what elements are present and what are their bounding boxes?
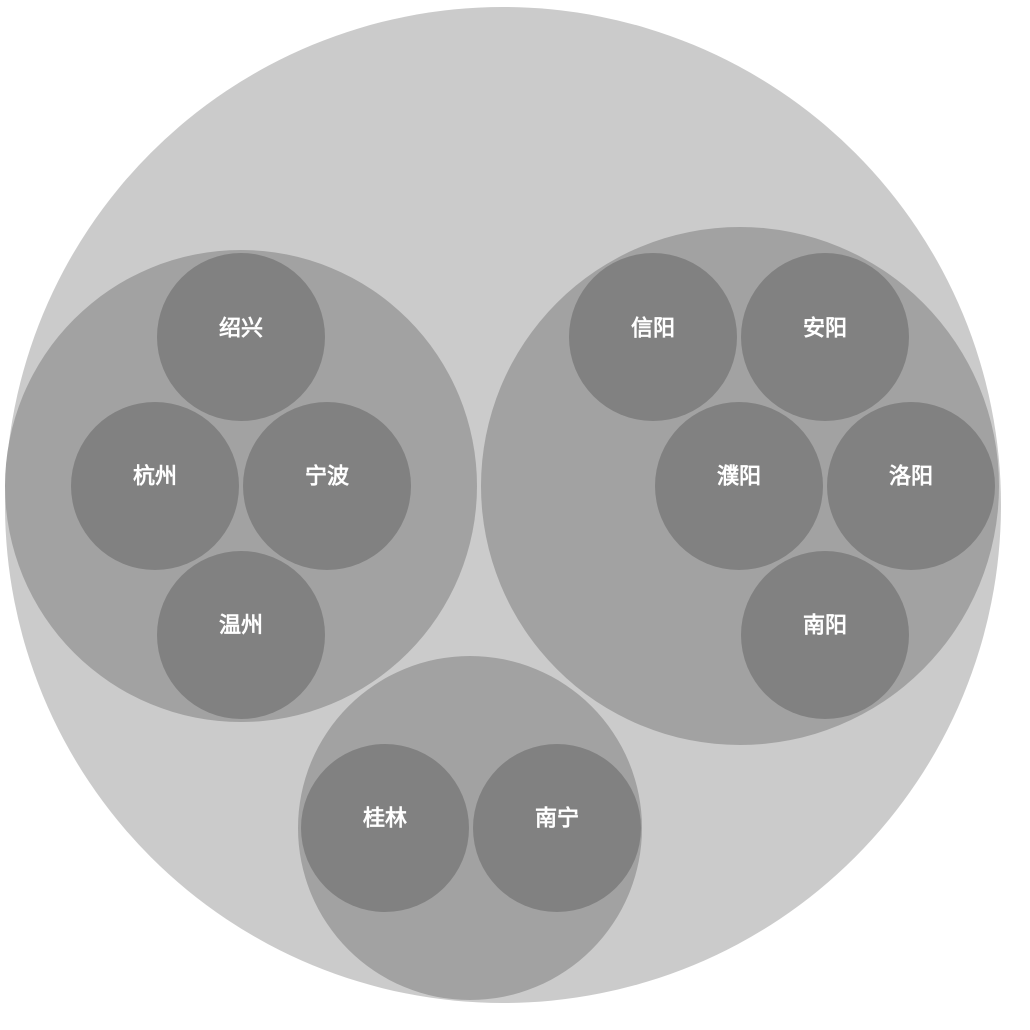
group-zhejiang-circle[interactable]	[5, 250, 477, 722]
leaf-circle-luoyang[interactable]	[827, 402, 995, 570]
group-circle-henan: 信阳 安阳 濮阳 洛阳 南阳	[481, 227, 999, 745]
leaf-circle-nanyang[interactable]	[741, 551, 909, 719]
leaf-circle-xinyang[interactable]	[569, 253, 737, 421]
label-guilin: 桂林	[363, 806, 407, 832]
leaf-ningbo[interactable]: 宁波	[243, 402, 411, 570]
leaf-circle-hangzhou[interactable]	[71, 402, 239, 570]
leaf-xinyang[interactable]: 信阳	[569, 253, 737, 421]
leaf-anyang[interactable]: 安阳	[741, 253, 909, 421]
leaf-circle-anyang[interactable]	[741, 253, 909, 421]
label-anyang: 安阳	[803, 316, 847, 342]
group-circle-guangxi: 桂林 南宁	[298, 656, 642, 1000]
group-guangxi-circle[interactable]	[298, 656, 642, 1000]
label-shaoxing: 绍兴	[219, 316, 263, 342]
label-luoyang: 洛阳	[889, 464, 933, 490]
leaf-guilin[interactable]: 桂林	[301, 744, 469, 912]
leaf-circle-puyang[interactable]	[655, 402, 823, 570]
leaf-luoyang[interactable]: 洛阳	[827, 402, 995, 570]
leaf-wenzhou[interactable]: 温州	[157, 551, 325, 719]
label-nanyang: 南阳	[803, 614, 847, 639]
group-circle-zhejiang: 绍兴 杭州 宁波 温州	[5, 250, 477, 722]
label-hangzhou: 杭州	[133, 464, 177, 490]
label-nanning: 南宁	[535, 806, 579, 832]
leaf-puyang[interactable]: 濮阳	[655, 402, 823, 570]
leaf-hangzhou[interactable]: 杭州	[71, 402, 239, 570]
leaf-nanyang[interactable]: 南阳	[741, 551, 909, 719]
label-xinyang: 信阳	[631, 316, 675, 342]
leaf-circle-ningbo[interactable]	[243, 402, 411, 570]
leaf-shaoxing[interactable]: 绍兴	[157, 253, 325, 421]
label-ningbo: 宁波	[305, 464, 350, 490]
leaf-circle-shaoxing[interactable]	[157, 253, 325, 421]
leaf-circle-guilin[interactable]	[301, 744, 469, 912]
leaf-circle-wenzhou[interactable]	[157, 551, 325, 719]
leaf-nanning[interactable]: 南宁	[473, 744, 641, 912]
leaf-circle-nanning[interactable]	[473, 744, 641, 912]
label-wenzhou: 温州	[219, 614, 263, 639]
label-puyang: 濮阳	[717, 465, 761, 490]
